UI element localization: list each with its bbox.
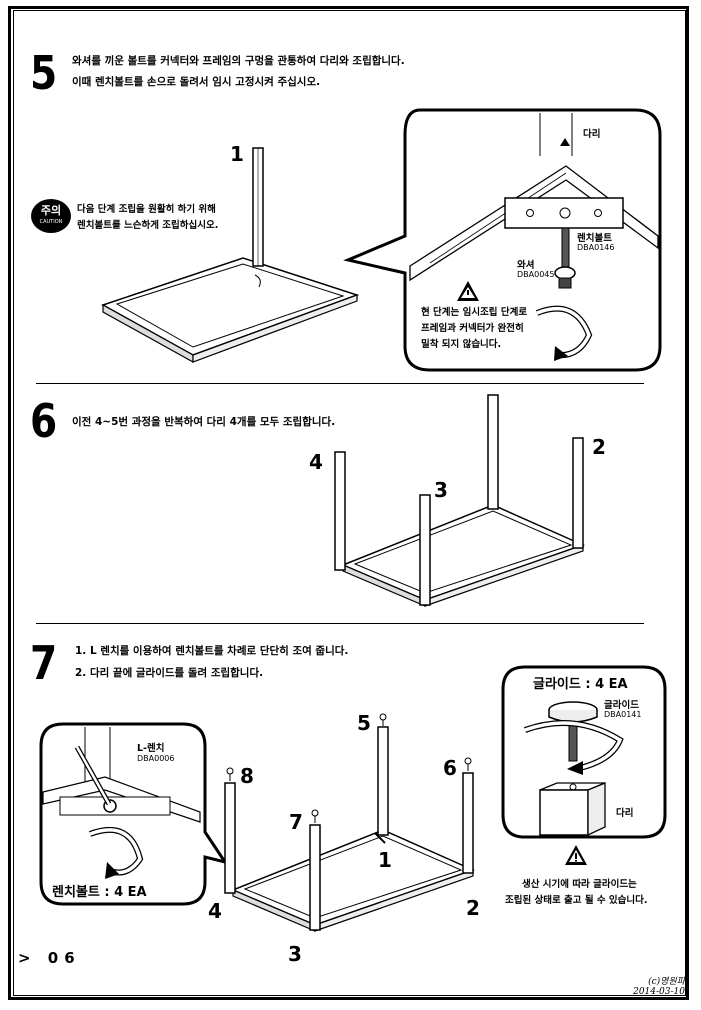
step7-num-1: 1 [378, 848, 392, 872]
step5-line1: 와셔를 끼운 볼트를 커넥터와 프레임의 구멍을 관통하여 다리와 조립합니다. [72, 55, 405, 67]
detail-bolt-code: DBA0146 [577, 243, 615, 252]
detail-washer-code: DBA0045 [517, 270, 555, 279]
glide-code: DBA0141 [604, 710, 642, 719]
step7-number: 7 [30, 636, 58, 690]
step5-detail-callout [343, 108, 662, 372]
step5-table-illustration [101, 147, 360, 364]
wrench-detail-callout [39, 722, 229, 906]
step7-num-3: 3 [288, 942, 302, 966]
step5-line2: 이때 렌치볼트를 손으로 돌려서 임시 고정시켜 주십시오. [72, 76, 321, 88]
step7-num-7: 7 [289, 810, 303, 834]
step6-leg-4: 4 [309, 450, 323, 474]
step6-leg-2: 2 [592, 435, 606, 459]
copyright-date: 2014-03-10 [633, 987, 685, 997]
caution-badge-main: 주의 [40, 204, 62, 217]
glide-leg-label: 다리 [616, 808, 634, 819]
step6-leg-3: 3 [434, 478, 448, 502]
detail-note-line1: 현 단계는 임시조립 단계로 [421, 307, 528, 318]
step7-table-illustration [224, 713, 476, 932]
step7-line2: 2. 다리 끝에 글라이드를 돌려 조립합니다. [75, 667, 264, 679]
glide-detail-callout [501, 665, 667, 839]
caution-line1: 다음 단계 조립을 원활히 하기 위해 [77, 204, 216, 215]
detail-note-line3: 밀착 되지 않습니다. [421, 339, 502, 350]
step6-line1: 이전 4~5번 과정을 반복하여 다리 4개를 모두 조립합니다. [72, 416, 336, 428]
copyright: (c)영원파 2014-03-10 [620, 977, 685, 997]
bolt-count: 렌치볼트 : 4 EA [52, 885, 147, 900]
wrench-code: DBA0006 [137, 754, 175, 763]
glide-label: 글라이드 [604, 700, 639, 711]
step5-number: 5 [30, 46, 58, 100]
page-number: > 06 [18, 949, 81, 967]
page-border-inner [13, 10, 686, 996]
caution-badge: 주의 CAUTION [31, 199, 71, 233]
glide-count: 글라이드 : 4 EA [533, 677, 628, 692]
step7-line1: 1. L 렌치를 이용하여 렌치볼트를 차례로 단단히 조여 줍니다. [75, 645, 349, 657]
divider-2 [36, 623, 644, 624]
caution-badge-sub: CAUTION [39, 219, 63, 225]
detail-bolt-label: 렌치볼트 [577, 233, 612, 244]
wrench-label: L-렌치 [137, 743, 165, 754]
step7-num-6: 6 [443, 756, 457, 780]
step7-num-2: 2 [466, 896, 480, 920]
page-border [8, 6, 689, 1000]
warning-icon [565, 845, 587, 865]
step6-number: 6 [30, 394, 58, 448]
step7-num-8: 8 [240, 764, 254, 788]
copyright-name: (c)영원파 [648, 977, 685, 987]
divider-1 [36, 383, 644, 384]
step7-num-5: 5 [357, 711, 371, 735]
step6-table-illustration [334, 394, 586, 607]
glide-note-line2: 조립된 상태로 출고 될 수 있습니다. [505, 895, 648, 906]
detail-note-line2: 프레임과 커넥터가 완전히 [421, 323, 524, 334]
glide-note-line1: 생산 시기에 따라 글라이드는 [522, 879, 637, 890]
detail-leg-label: 다리 [583, 129, 601, 140]
detail-washer-label: 와셔 [517, 260, 535, 271]
step5-leg-number: 1 [230, 142, 244, 166]
step7-num-4: 4 [208, 899, 222, 923]
caution-line2: 렌치볼트를 느슨하게 조립하십시오. [77, 220, 219, 231]
